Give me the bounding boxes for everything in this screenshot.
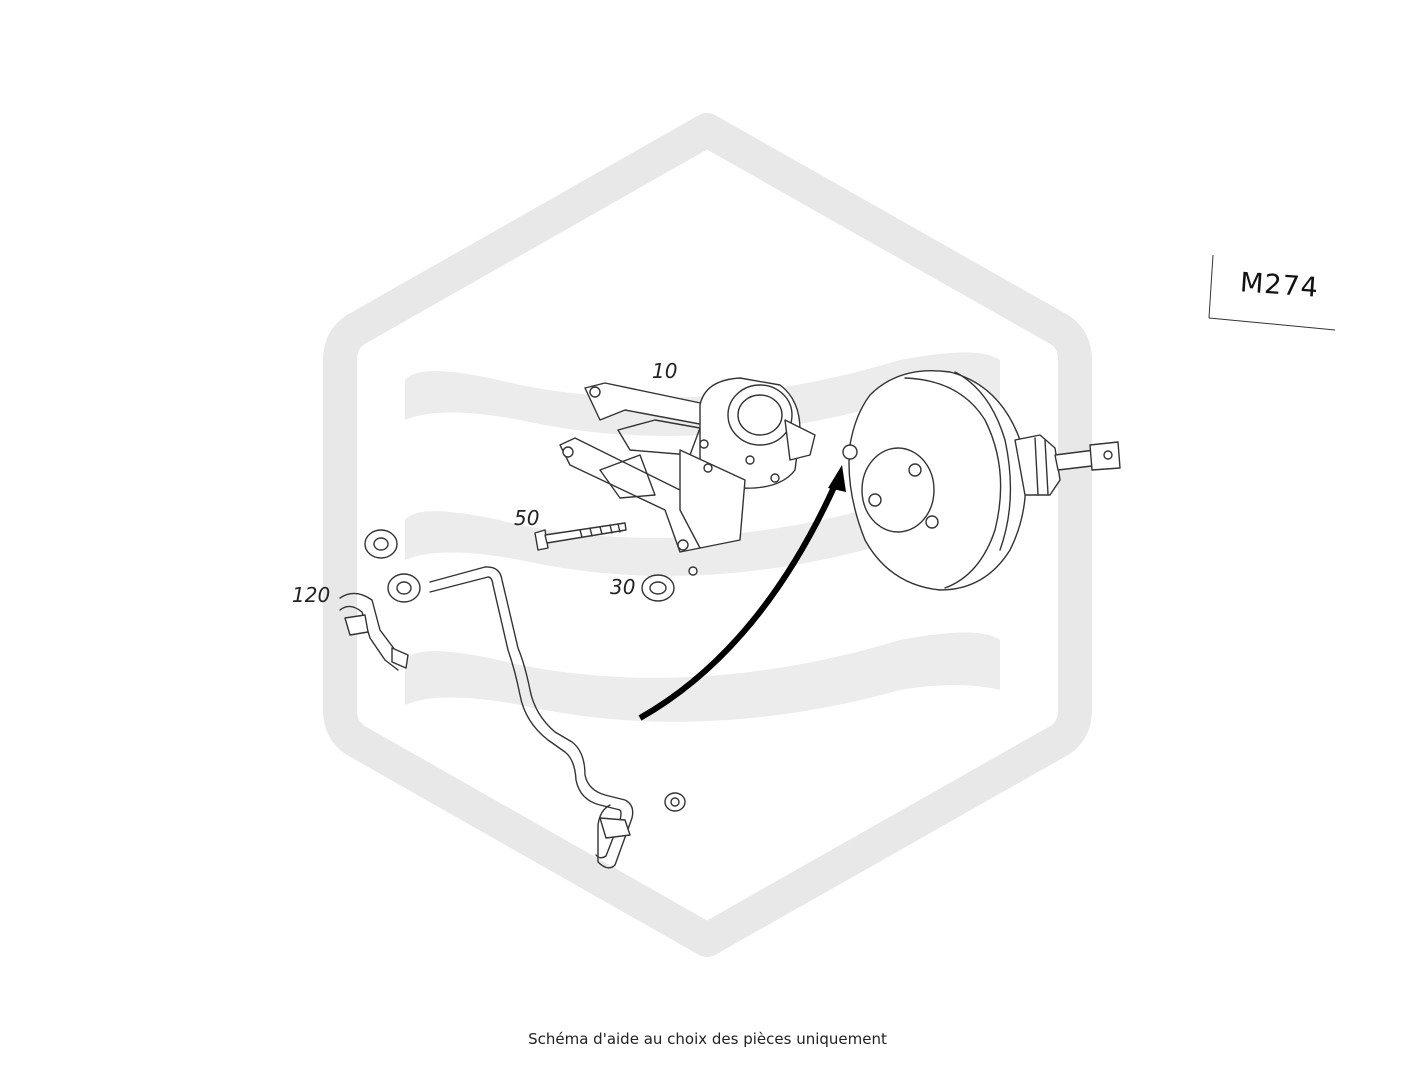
part-30-seal: 30 bbox=[610, 574, 675, 602]
brake-booster bbox=[842, 369, 1121, 591]
watermark-logo bbox=[323, 113, 1092, 957]
callout-30: 30 bbox=[610, 575, 635, 599]
model-code-label: M274 bbox=[1239, 267, 1320, 304]
assembly-arrow bbox=[638, 483, 838, 721]
vacuum-line bbox=[429, 566, 634, 869]
part-120-hose: 120 bbox=[292, 583, 409, 671]
callout-50: 50 bbox=[514, 506, 539, 530]
callout-10: 10 bbox=[652, 359, 677, 383]
part-50-bolt: 50 bbox=[514, 506, 627, 551]
model-reference-frame bbox=[1208, 254, 1336, 331]
assembly-arrow-head bbox=[828, 465, 846, 492]
diagram-caption: Schéma d'aide au choix des pièces unique… bbox=[528, 1030, 887, 1048]
part-10-vacuum-pump: 10 bbox=[559, 359, 816, 576]
seal-rings bbox=[364, 529, 686, 812]
callout-120: 120 bbox=[292, 583, 330, 607]
